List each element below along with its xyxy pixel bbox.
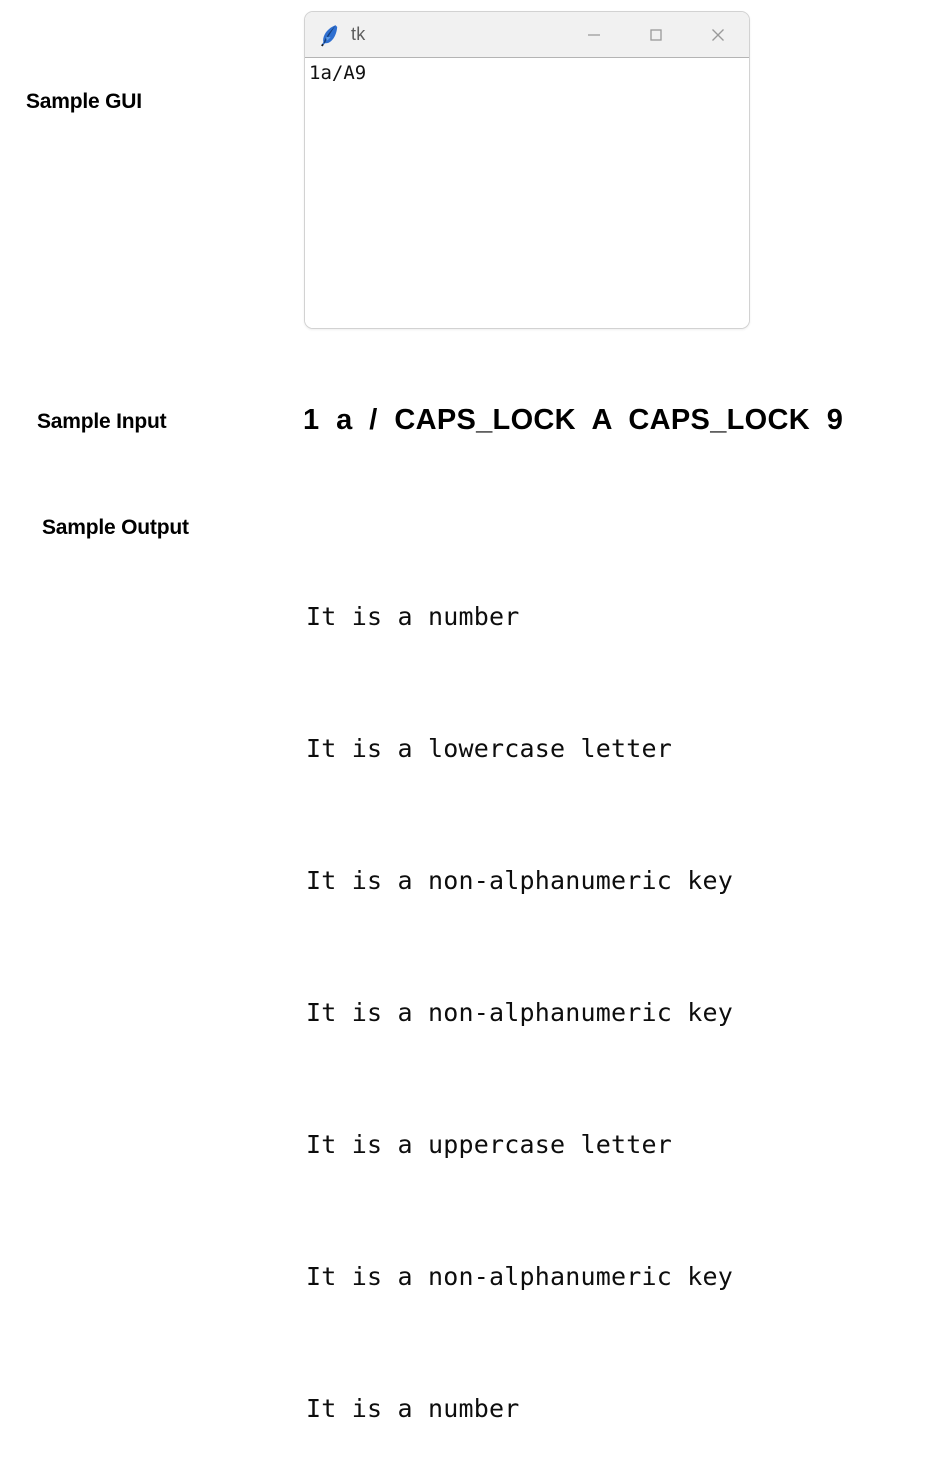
- tk-titlebar: tk: [305, 12, 749, 58]
- sample-gui-label: Sample GUI: [26, 90, 142, 113]
- feather-quill-icon: [318, 23, 340, 47]
- window-controls: [563, 12, 749, 57]
- tk-text-area[interactable]: 1a/A9: [305, 58, 749, 328]
- tk-window-title: tk: [351, 24, 366, 44]
- output-line: It is a non-alphanumeric key: [306, 998, 734, 1027]
- output-line: It is a lowercase letter: [306, 734, 673, 763]
- tk-text-content: 1a/A9: [309, 62, 367, 84]
- tk-window: tk: [304, 11, 750, 329]
- minimize-icon: [586, 27, 602, 43]
- close-button[interactable]: [687, 12, 749, 57]
- minimize-button[interactable]: [563, 12, 625, 57]
- close-icon: [709, 26, 727, 44]
- sample-input-sequence: 1 a / CAPS_LOCK A CAPS_LOCK 9: [303, 404, 844, 436]
- maximize-icon: [648, 27, 664, 43]
- output-line: It is a number: [306, 1394, 520, 1423]
- output-line: It is a number: [306, 602, 520, 631]
- sample-output-block: It is a number It is a lowercase letter …: [306, 507, 733, 1475]
- output-line: It is a uppercase letter: [306, 1130, 673, 1159]
- maximize-button[interactable]: [625, 12, 687, 57]
- sample-input-label: Sample Input: [37, 410, 167, 433]
- sample-output-label: Sample Output: [42, 516, 189, 539]
- output-line: It is a non-alphanumeric key: [306, 1262, 734, 1291]
- output-line: It is a non-alphanumeric key: [306, 866, 734, 895]
